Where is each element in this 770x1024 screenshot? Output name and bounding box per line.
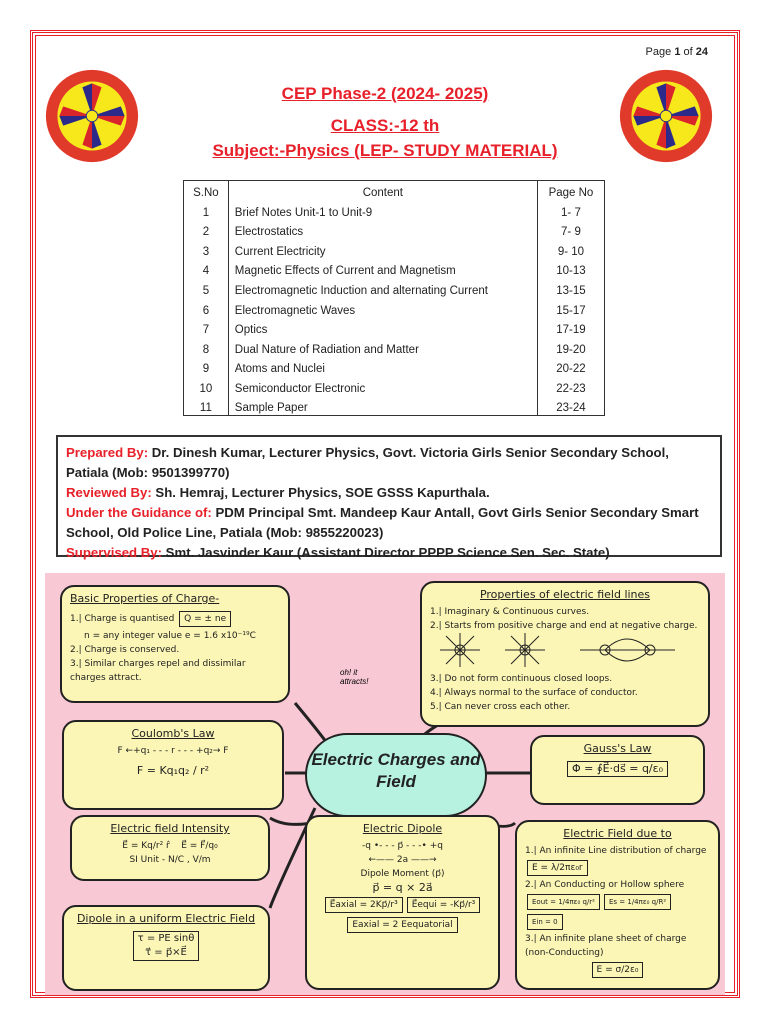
sno-cell: 6: [183, 298, 229, 318]
field-intensity-box: Electric field Intensity E⃗ = Kq/r² r̂ E…: [70, 815, 270, 881]
page-cell: 1- 7: [536, 200, 606, 220]
basic-properties-box: Basic Properties of Charge- 1.| Charge i…: [60, 585, 290, 703]
column-header: S.No: [183, 180, 229, 201]
page-cell: 13-15: [536, 278, 606, 299]
sno-cell: 10: [183, 376, 229, 397]
page-border: [30, 30, 740, 998]
credit-label: Prepared By:: [66, 445, 149, 460]
page-cell: 19-20: [536, 337, 606, 357]
page-cell: 20-22: [536, 356, 606, 377]
logo-left: [45, 69, 139, 163]
electric-dipole-box: Electric Dipole -q •- - - p⃗ - - -• +q ←…: [305, 815, 500, 990]
dipole-uniform-field-box: Dipole in a uniform Electric Field τ = P…: [62, 905, 270, 991]
sno-cell: 9: [183, 356, 229, 377]
sno-cell: 2: [183, 219, 229, 240]
field-lines-diagram: [440, 633, 675, 667]
credits-box: Prepared By: Dr. Dinesh Kumar, Lecturer …: [56, 435, 722, 560]
content-cell: Magnetic Effects of Current and Magnetis…: [227, 258, 538, 279]
content-cell: Brief Notes Unit-1 to Unit-9: [227, 200, 538, 220]
content-cell: Optics: [227, 317, 538, 338]
doc-title: CEP Phase-2 (2024- 2025): [281, 84, 489, 103]
coulombs-law-box: Coulomb's Law F ←+q₁ - - - r - - - +q₂→ …: [62, 720, 284, 810]
sno-cell: 1: [183, 200, 229, 220]
field-lines-box: Properties of electric field lines 1.| I…: [420, 581, 710, 727]
page-cell: 9- 10: [536, 239, 606, 259]
gauss-law-box: Gauss's Law Φ = ∮E⃗·ds⃗ = q/ε₀: [530, 735, 705, 805]
credit-value: Dr. Dinesh Kumar, Lecturer Physics, Govt…: [66, 445, 669, 480]
page-cell: 23-24: [536, 396, 606, 417]
credit-value: PDM Principal Smt. Mandeep Kaur Antall, …: [66, 505, 699, 540]
credit-label: Supervised By:: [66, 545, 163, 560]
content-cell: Sample Paper: [227, 396, 538, 417]
credit-value: Sh. Hemraj, Lecturer Physics, SOE GSSS K…: [151, 485, 490, 500]
sno-cell: 4: [183, 258, 229, 279]
column-header: Page No: [536, 180, 606, 201]
credit-label: Under the Guidance of:: [66, 505, 212, 520]
sno-cell: 11: [183, 396, 229, 417]
cartoon-exclaim: oh! it attracts!: [340, 668, 369, 686]
sno-cell: 3: [183, 239, 229, 259]
column-header: Content: [227, 180, 538, 201]
content-cell: Electrostatics: [227, 219, 538, 240]
credit-label: Reviewed By:: [66, 485, 152, 500]
sno-cell: 7: [183, 317, 229, 338]
content-cell: Dual Nature of Radiation and Matter: [227, 337, 538, 357]
logo-right: [619, 69, 713, 163]
page-number: Page 1 of 24: [645, 46, 708, 58]
page-cell: 10-13: [536, 258, 606, 279]
content-cell: Atoms and Nuclei: [227, 356, 538, 377]
sno-cell: 8: [183, 337, 229, 357]
content-cell: Electromagnetic Waves: [227, 298, 538, 318]
page-cell: 15-17: [536, 298, 606, 318]
class-heading: CLASS:-12 th: [330, 116, 440, 135]
subject-heading: Subject:-Physics (LEP- STUDY MATERIAL): [212, 141, 558, 160]
field-due-to-box: Electric Field due to 1.| An infinite Li…: [515, 820, 720, 990]
credit-value: Smt. Jasvinder Kaur (Assistant Director …: [162, 545, 610, 560]
content-cell: Semiconductor Electronic: [227, 376, 538, 397]
sno-cell: 5: [183, 278, 229, 299]
page-cell: 22-23: [536, 376, 606, 397]
mindmap: Basic Properties of Charge- 1.| Charge i…: [45, 573, 725, 995]
central-topic: Electric Charges and Field: [305, 733, 487, 817]
page-cell: 17-19: [536, 317, 606, 338]
content-cell: Current Electricity: [227, 239, 538, 259]
content-cell: Electromagnetic Induction and alternatin…: [227, 278, 538, 299]
page-cell: 7- 9: [536, 219, 606, 240]
